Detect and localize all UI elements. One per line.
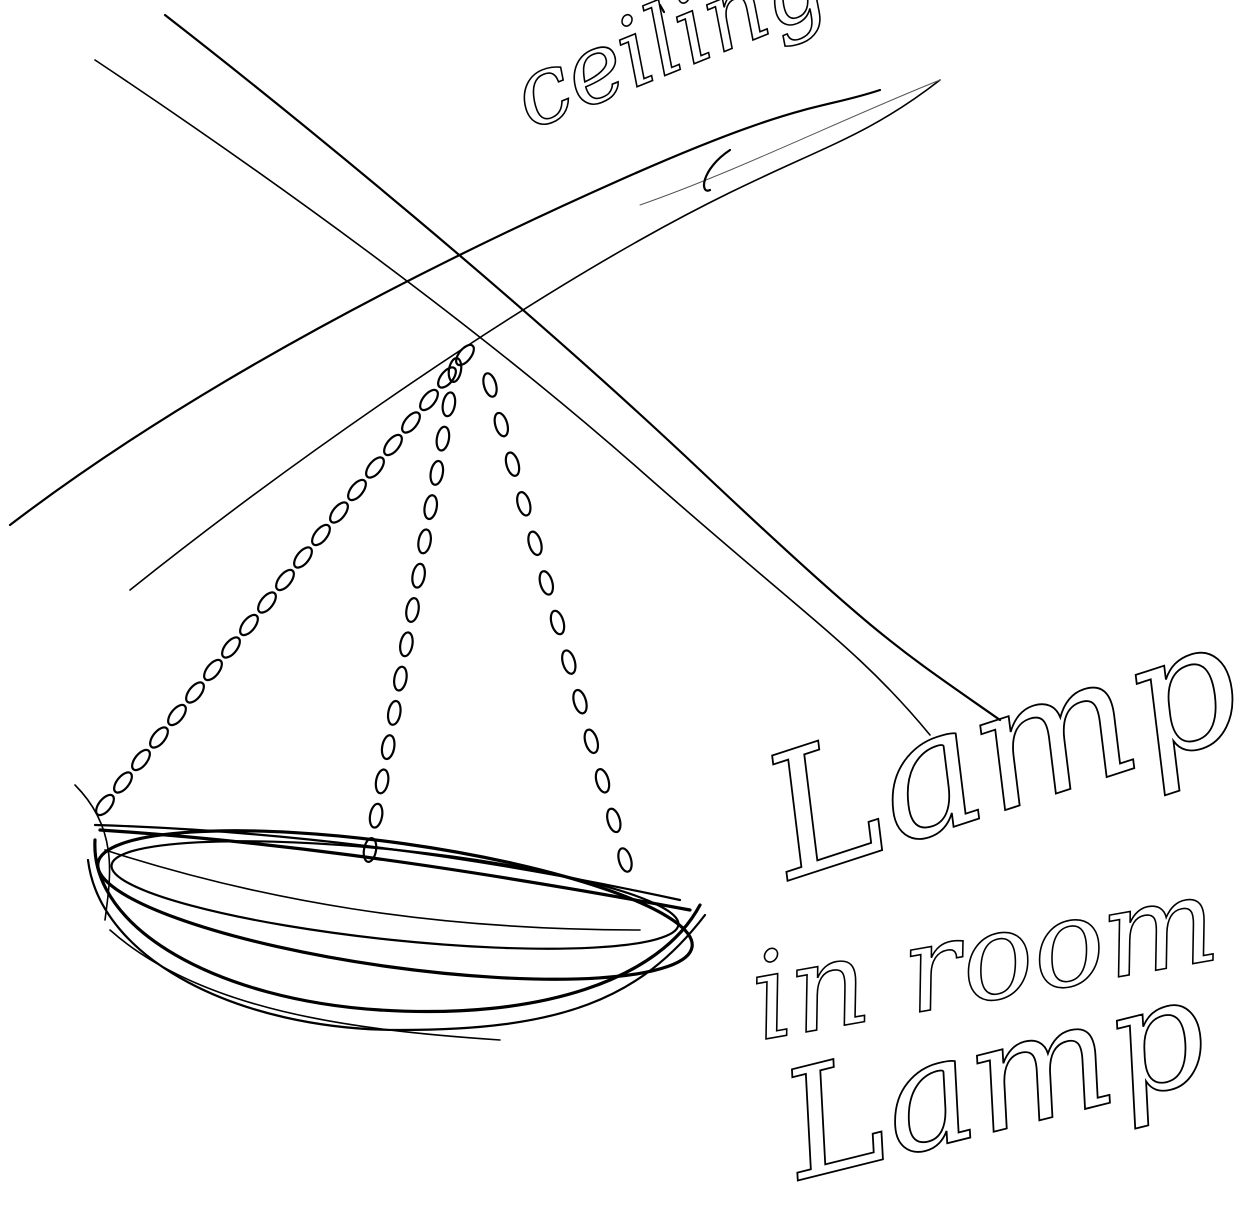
chain-left-link: [203, 658, 223, 682]
lamp-shade-bowl-lower: [109, 929, 501, 1041]
chain-left-link: [419, 388, 439, 412]
chain-left-link: [347, 478, 367, 502]
lamp-shade: [74, 784, 707, 1041]
chain-right-link: [617, 847, 633, 873]
chain-middle-link: [374, 768, 390, 795]
chain-right-link: [527, 530, 543, 557]
chain-left-link: [365, 456, 385, 479]
ceiling-beam-upper: [163, 13, 1002, 722]
chain-middle-link: [368, 802, 384, 829]
lamp-shade-scribble-2: [93, 823, 682, 902]
ceiling-beam-lower: [94, 59, 931, 736]
chain-left-link: [131, 748, 151, 772]
lamp-shade-scribble: [98, 828, 692, 912]
ceiling-beam-cross-upper: [8, 88, 882, 527]
chain-right-link: [594, 768, 611, 794]
ceiling-beams: [8, 13, 1002, 736]
chain-left-link: [437, 366, 457, 389]
chain-right-link: [504, 451, 521, 477]
chain-right-link: [561, 649, 577, 675]
chain-middle-link: [380, 734, 396, 761]
chain-left-link: [329, 501, 349, 524]
chain-left-link: [113, 771, 133, 794]
ceiling-label: ceiling: [497, 0, 841, 151]
lamp-shade-bowl-outer: [86, 858, 707, 1032]
chain-right-link: [538, 570, 555, 596]
chain-middle-link: [429, 459, 445, 486]
ceiling-label-dot: [658, 3, 666, 14]
chain-left-link: [311, 523, 331, 547]
chain-left-link: [95, 793, 115, 817]
chain-right-link: [549, 609, 566, 636]
lamp-chains: [95, 343, 633, 873]
chain-left-link: [401, 411, 421, 434]
lamp-shade-scribble-4: [74, 784, 111, 921]
chain-middle-link: [399, 631, 414, 658]
chain-middle-link: [435, 425, 451, 452]
chain-middle-link: [423, 494, 439, 521]
chain-left-link: [455, 343, 475, 367]
handwriting: ceiling Lamp in room Lamp: [496, 0, 1252, 1215]
chain-right-link: [606, 807, 622, 834]
chain-middle-link: [447, 357, 463, 383]
chain-middle-link: [386, 699, 402, 726]
chain-left-link: [257, 591, 277, 614]
chain-left-link: [167, 703, 187, 727]
chain-right-link: [482, 372, 498, 398]
chain-left-link: [275, 568, 295, 592]
chain-right-link: [583, 728, 600, 755]
chain-left-link: [185, 681, 205, 704]
chain-right-link: [516, 491, 532, 517]
chain-left-link: [149, 726, 169, 749]
ceiling-label-hook: [702, 148, 732, 192]
chain-right-link: [493, 411, 510, 438]
chain-middle-link: [405, 597, 420, 623]
chain-left-link: [383, 433, 403, 457]
chain-left-link: [221, 636, 241, 659]
ceiling-beam-faint: [639, 79, 941, 206]
chain-middle-link: [411, 562, 426, 589]
chain-middle-link: [417, 528, 432, 555]
chain-left-link: [239, 613, 259, 637]
ceiling-beam-cross-lower: [129, 79, 941, 591]
lamp-shade-scribble-3: [104, 849, 641, 931]
chain-right-link: [572, 688, 588, 715]
chain-left-link: [293, 546, 313, 569]
chain-middle-link: [441, 391, 457, 418]
lamp-shade-bowl: [93, 838, 702, 1014]
chain-middle-link: [362, 837, 378, 863]
chain-middle-link: [393, 665, 408, 692]
